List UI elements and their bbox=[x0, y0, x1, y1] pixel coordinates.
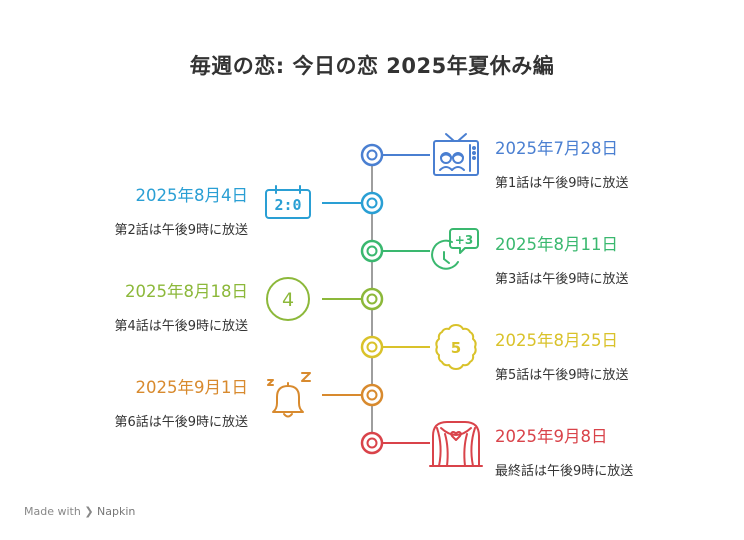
episode-3-date: 2025年8月11日 bbox=[495, 235, 618, 254]
episode-4-desc: 第4話は午後9時に放送 bbox=[114, 319, 248, 334]
clock-plus-icon bbox=[431, 228, 479, 270]
timeline-node-1 bbox=[360, 143, 384, 167]
episode-5-date: 2025年8月25日 bbox=[495, 331, 618, 350]
digital-clock-text: 2:0 bbox=[274, 196, 301, 214]
stage-curtain-icon bbox=[429, 421, 483, 467]
napkin-logo-icon: ❯ bbox=[84, 505, 94, 518]
episode-2-desc: 第2話は午後9時に放送 bbox=[114, 223, 248, 238]
made-with-napkin[interactable]: Made with ❯ Napkin bbox=[24, 505, 135, 518]
timeline-node-5 bbox=[360, 335, 384, 359]
timeline-node-3 bbox=[360, 239, 384, 263]
made-with-label: Made with bbox=[24, 505, 81, 518]
timeline-node-6 bbox=[360, 383, 384, 407]
clock-plus-text: +3 bbox=[455, 233, 473, 247]
napkin-brand: Napkin bbox=[97, 505, 136, 518]
page-title: 毎週の恋: 今日の恋 2025年夏休み編 bbox=[189, 54, 555, 78]
digital-clock-icon bbox=[265, 185, 311, 219]
episode-3-desc: 第3話は午後9時に放送 bbox=[495, 272, 629, 287]
timeline-node-7 bbox=[360, 431, 384, 455]
episode-4-date: 2025年8月18日 bbox=[125, 282, 248, 301]
episode-7-date: 2025年9月8日 bbox=[495, 427, 608, 446]
episode-2-date: 2025年8月4日 bbox=[135, 186, 249, 205]
episode-7-desc: 最終話は午後9時に放送 bbox=[495, 464, 634, 479]
timeline-node-4 bbox=[360, 287, 384, 311]
number-circle-text: 4 bbox=[282, 289, 294, 311]
number-circle-icon bbox=[266, 277, 310, 321]
episode-1-desc: 第1話は午後9時に放送 bbox=[495, 176, 629, 191]
episode-6-date: 2025年9月1日 bbox=[135, 378, 249, 397]
episode-1-date: 2025年7月28日 bbox=[495, 139, 618, 158]
number-badge-icon bbox=[435, 324, 477, 370]
number-badge-text: 5 bbox=[451, 339, 461, 357]
episode-6-desc: 第6話は午後9時に放送 bbox=[114, 415, 248, 430]
timeline-node-2 bbox=[360, 191, 384, 215]
episode-5-desc: 第5話は午後9時に放送 bbox=[495, 368, 629, 383]
sleeping-bell-icon bbox=[267, 372, 311, 418]
tv-icon bbox=[433, 133, 479, 176]
